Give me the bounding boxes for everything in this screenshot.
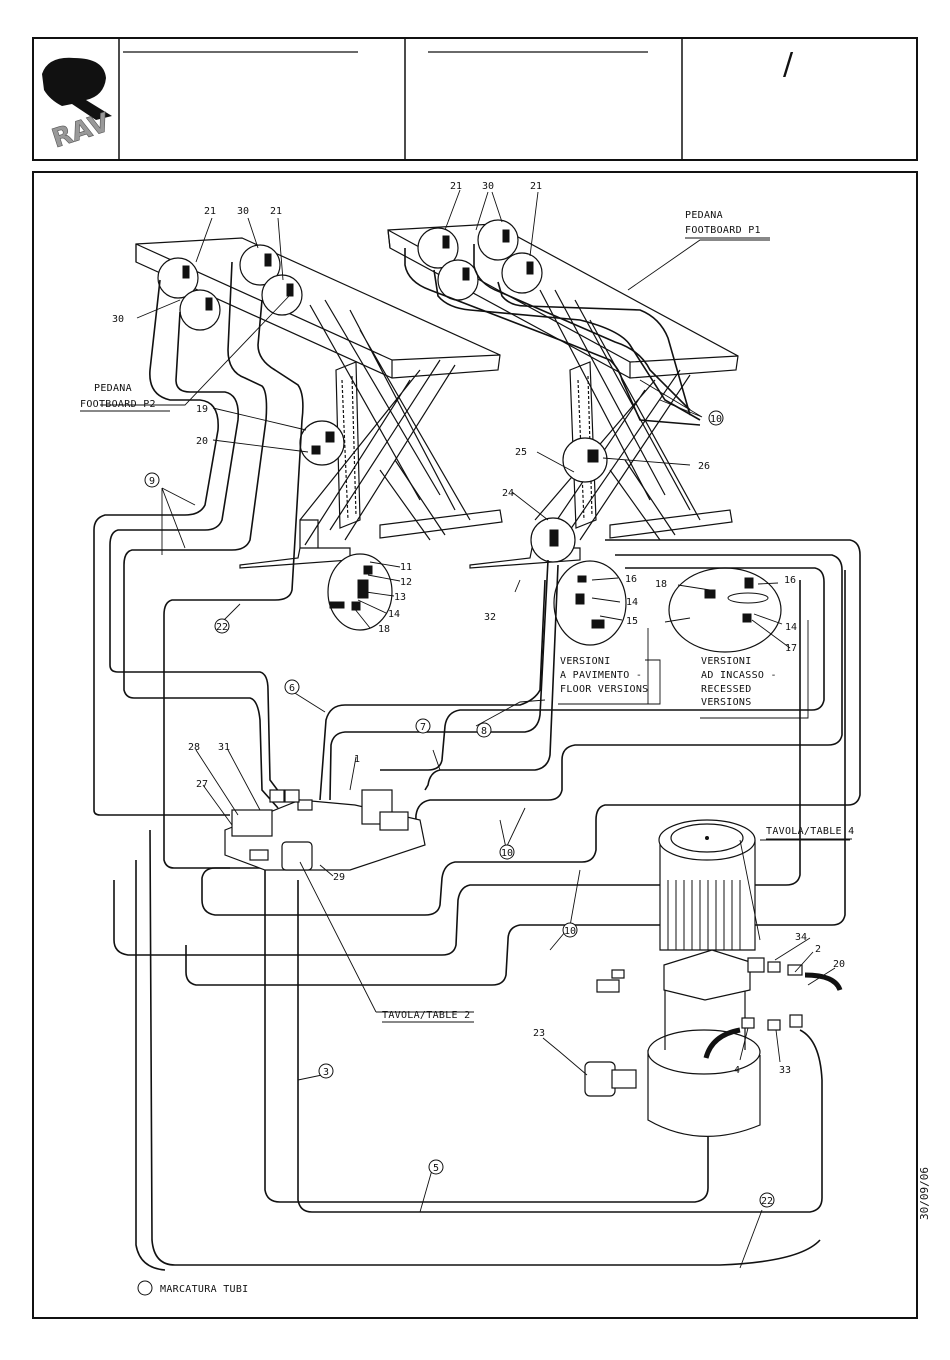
caption-recessed-line3: RECESSED	[701, 684, 752, 695]
fitting-glyphs	[182, 229, 754, 629]
hose-label-22-lower: 22	[761, 1196, 773, 1207]
hose-pump-outlet	[703, 1027, 741, 1059]
legend-circle	[137, 1280, 153, 1296]
hose-marker-8	[476, 722, 492, 738]
part-label: 16	[625, 574, 637, 585]
part-label: 18	[378, 624, 390, 635]
part-label: 31	[218, 742, 230, 753]
hose-label-3: 3	[323, 1067, 329, 1078]
hose-marker-3	[318, 1063, 334, 1079]
part-label: 2	[815, 944, 821, 955]
footboard-p1	[387, 223, 739, 569]
hose-label-5: 5	[433, 1163, 439, 1174]
part-label: 14	[388, 609, 400, 620]
caption-footboard-p2-line2: FOOTBOARD P2	[80, 399, 156, 410]
title-slash: /	[783, 47, 794, 82]
hose-marker-labels: 9 22 6 7 8 10 10 10 3 5 22	[149, 414, 773, 1207]
legend-label: MARCATURA TUBI	[160, 1284, 249, 1295]
caption-footboard-p2-line1: PEDANA	[94, 383, 132, 394]
part-label: 23	[533, 1028, 545, 1039]
hose-marker-10-b	[499, 844, 515, 860]
rav-logo: RAV	[42, 57, 114, 155]
caption-table-2: TAVOLA/TABLE 2	[382, 1010, 471, 1021]
caption-floor-line2: A PAVIMENTO -	[560, 670, 642, 681]
caption-recessed-line1: VERSIONI	[701, 656, 752, 667]
hose-marker-9	[144, 472, 160, 488]
part-label: 21	[270, 206, 282, 217]
hose-label-10-b: 10	[501, 848, 513, 859]
hose-label-8: 8	[481, 726, 487, 737]
part-label: 29	[333, 872, 345, 883]
part-labels: 21 30 21 21 30 21 30 19 20 25 26 24 11 1…	[112, 181, 845, 1076]
power-unit	[584, 819, 803, 1137]
part-label: 33	[779, 1065, 791, 1076]
part-label: 17	[785, 643, 797, 654]
hose-markers	[137, 410, 775, 1296]
hose-label-9: 9	[149, 476, 155, 487]
hose-label-6: 6	[289, 683, 295, 694]
part-label: 16	[784, 575, 796, 586]
part-label: 20	[833, 959, 845, 970]
drawing-date: 30/09/06	[918, 1167, 931, 1220]
part-label: 20	[196, 436, 208, 447]
caption-footboard-p1-line2: FOOTBOARD P1	[685, 225, 761, 236]
part-label: 1	[354, 754, 360, 765]
hose-marker-10-a	[708, 410, 724, 426]
hose-marker-6	[284, 679, 300, 695]
leader-lines	[100, 189, 850, 1269]
part-label: 25	[515, 447, 527, 458]
hose-label-7: 7	[420, 722, 426, 733]
fitting-details	[157, 219, 782, 653]
part-label: 32	[484, 612, 496, 623]
valve-block	[224, 789, 426, 871]
hose-marker-7	[415, 718, 431, 734]
part-label: 15	[626, 616, 638, 627]
hose-marker-22-upper	[214, 618, 230, 634]
part-label: 30	[482, 181, 494, 192]
part-label: 18	[655, 579, 667, 590]
hose-label-10-a: 10	[710, 414, 722, 425]
part-label: 21	[530, 181, 542, 192]
part-label: 28	[188, 742, 200, 753]
captions: PEDANA FOOTBOARD P1 PEDANA FOOTBOARD P2 …	[80, 210, 931, 1295]
hose-pump-return	[804, 972, 843, 992]
hose-label-10-c: 10	[564, 926, 576, 937]
part-label: 34	[795, 932, 807, 943]
footboard-p2	[135, 237, 503, 569]
part-label: 14	[626, 597, 638, 608]
caption-footboard-p1-line1: PEDANA	[685, 210, 723, 221]
part-label: 19	[196, 404, 208, 415]
part-label: 12	[400, 577, 412, 588]
drawing-frame	[32, 171, 918, 1319]
part-label: 14	[785, 622, 797, 633]
part-label: 30	[112, 314, 124, 325]
part-label: 24	[502, 488, 514, 499]
part-label: 21	[204, 206, 216, 217]
part-label: 4	[734, 1065, 740, 1076]
hose-marker-22-lower	[759, 1192, 775, 1208]
title-block: / RAV	[32, 37, 918, 161]
hose-marker-5	[428, 1159, 444, 1175]
part-label: 26	[698, 461, 710, 472]
caption-rules	[80, 237, 852, 1023]
caption-floor-line1: VERSIONI	[560, 656, 611, 667]
part-label: 30	[237, 206, 249, 217]
caption-table-4: TAVOLA/TABLE 4	[766, 826, 855, 837]
caption-floor-line3: FLOOR VERSIONS	[560, 684, 649, 695]
hose-marker-10-c	[562, 922, 578, 938]
part-label: 13	[394, 592, 406, 603]
part-label: 27	[196, 779, 208, 790]
caption-recessed-line2: AD INCASSO -	[701, 670, 777, 681]
disc-16	[727, 592, 769, 604]
hoses	[93, 244, 861, 1271]
caption-recessed-line4: VERSIONS	[701, 697, 752, 708]
logo-text: RAV	[48, 108, 113, 155]
motor-fan	[705, 836, 709, 840]
part-label: 21	[450, 181, 462, 192]
part-label: 11	[400, 562, 412, 573]
hose-label-22-upper: 22	[216, 622, 228, 633]
